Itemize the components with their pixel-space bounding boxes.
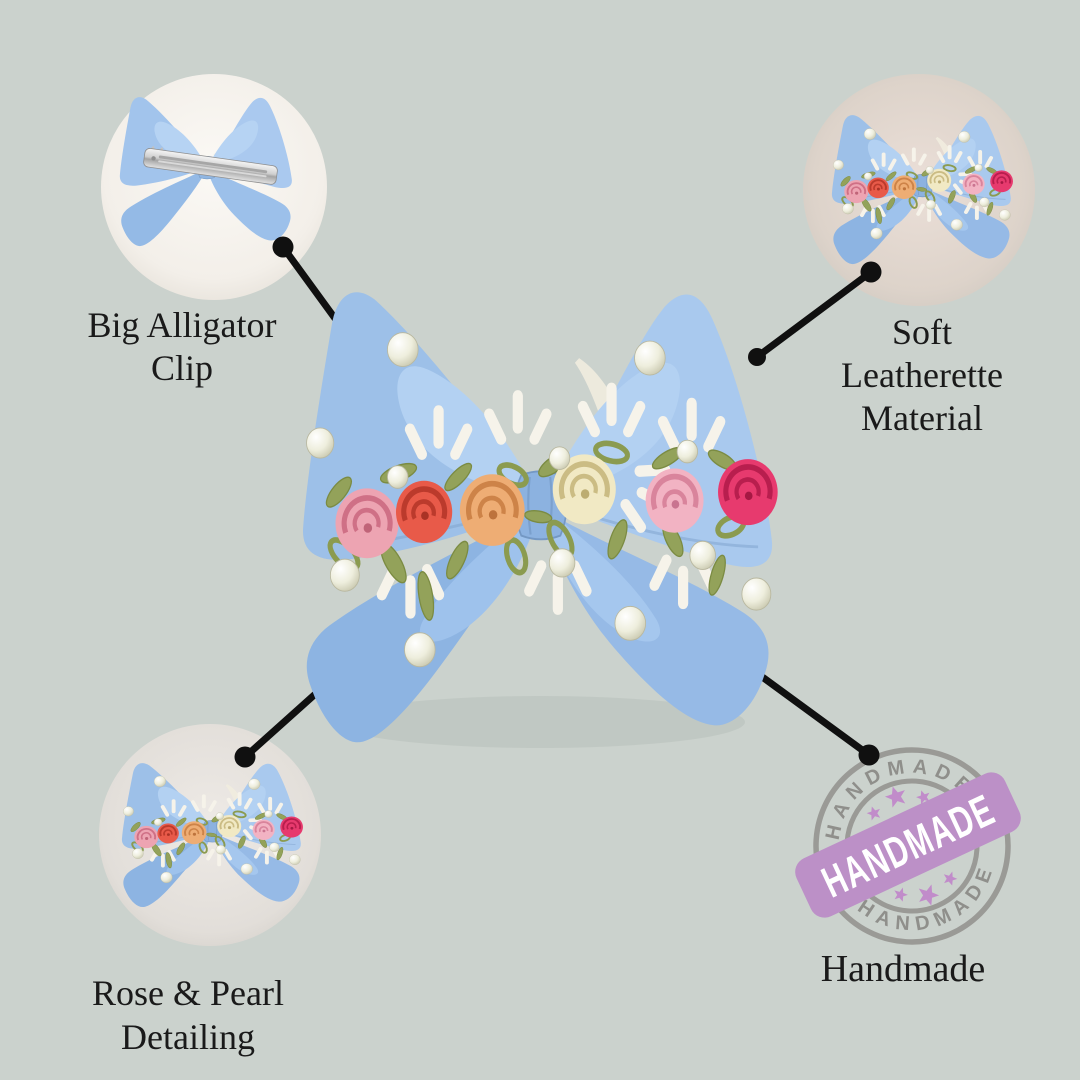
- callout-label-line: Clip: [150, 348, 213, 388]
- connector-dot-bottom-left: [234, 746, 256, 768]
- connector-line-bottom-right: [746, 664, 873, 759]
- bow-shadow: [335, 696, 745, 748]
- handmade-stamp: HANDMADE HANDMADE HANDMADE: [795, 734, 1021, 955]
- callout-label-line: Detailing: [121, 1017, 255, 1057]
- callout-label-line: Handmade: [820, 948, 986, 990]
- connector-dot-top-right-inner: [748, 348, 766, 366]
- connector-line-top-right: [753, 268, 875, 361]
- callout-label-soft-leatherette: Soft Leatherette Material: [772, 311, 1072, 440]
- connector-dots: [234, 236, 882, 768]
- callout-label-line: Leatherette: [841, 355, 1003, 395]
- callout-label-rose-pearl-detailing: Rose & Pearl Detailing: [38, 971, 338, 1059]
- connector-dot-top-right: [860, 261, 882, 283]
- main-bow-photo: [303, 292, 778, 742]
- photo-circle-clip-back: [101, 74, 327, 300]
- callout-label-line: Big Alligator: [87, 305, 277, 345]
- callout-label-line: Material: [861, 398, 983, 438]
- callout-label-line: Rose & Pearl: [92, 973, 284, 1013]
- callout-label-line: Soft: [891, 312, 952, 352]
- connector-dot-bottom-right: [858, 744, 880, 766]
- callout-label-big-alligator-clip: Big Alligator Clip: [32, 304, 332, 390]
- connector-dot-top-left: [272, 236, 294, 258]
- photo-circle-leatherette: [803, 74, 1035, 306]
- photo-circle-rose-pearl: [99, 724, 321, 946]
- callout-label-handmade: Handmade: [753, 947, 1053, 991]
